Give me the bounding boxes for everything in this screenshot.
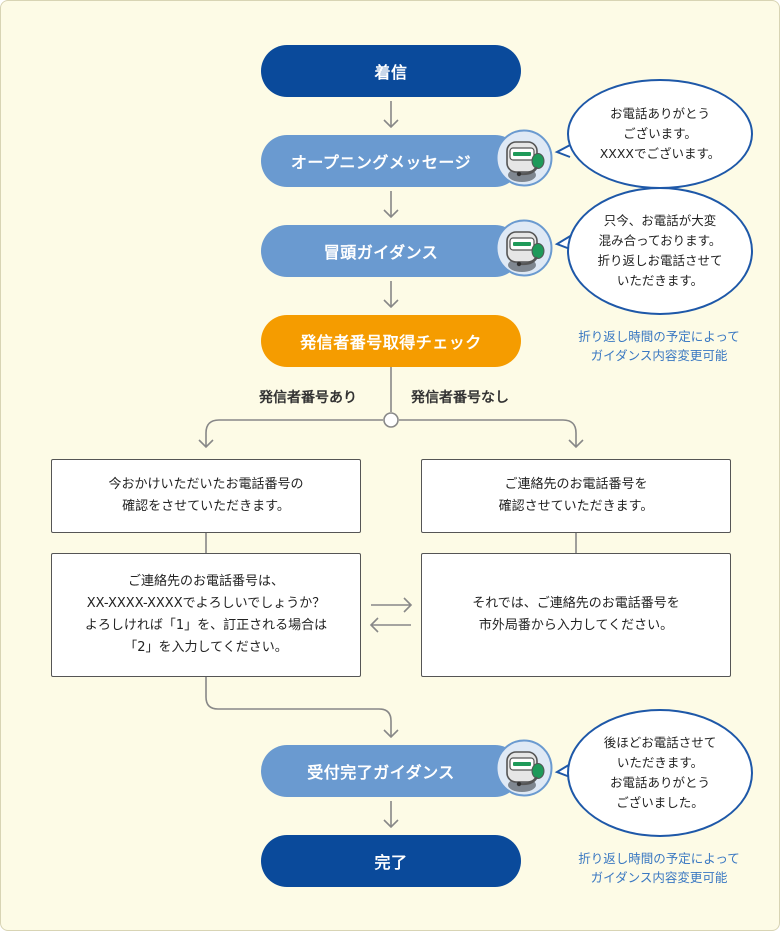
arrow-to-left	[369, 617, 411, 633]
bubble-tail-opening	[554, 143, 573, 158]
merge-path	[205, 677, 399, 739]
step-opening-label: オープニングメッセージ	[290, 153, 472, 172]
branch-label-without-number: 発信者番号なし	[411, 390, 509, 406]
robot-operator-icon	[495, 739, 553, 797]
complete-guidance-note: 折り返し時間の予定によって ガイダンス内容変更可能	[578, 851, 740, 885]
step-intro-guidance: 冒頭ガイダンス	[261, 225, 521, 277]
step-reception-label: 受付完了ガイダンス	[307, 763, 455, 782]
arrow-intro-check	[383, 281, 399, 309]
speech-bubble-opening: お電話ありがとう ございます。 XXXXでございます。	[567, 79, 753, 189]
step-opening-message: オープニングメッセージ	[261, 135, 521, 187]
box-enter-contact-number: それでは、ご連絡先のお電話番号を 市外局番から入力してください。	[421, 553, 731, 677]
branch-left	[198, 419, 383, 449]
arrow-to-right	[371, 597, 413, 613]
arrow-incoming-opening	[383, 101, 399, 129]
intro-guidance-note: 折り返し時間の予定によって ガイダンス内容変更可能	[578, 329, 740, 363]
arrow-opening-intro	[383, 191, 399, 219]
arrow-complete-done	[383, 801, 399, 829]
step-caller-id-check: 発信者番号取得チェック	[261, 315, 521, 367]
box-verify-contact-number: ご連絡先のお電話番号は、 XX-XXXX-XXXXでよろしいでしょうか？ よろし…	[51, 553, 361, 677]
box-confirm-calling-number: 今おかけいただいたお電話番号の 確認をさせていただきます。	[51, 459, 361, 533]
branch-label-with-number: 発信者番号あり	[259, 390, 357, 406]
robot-operator-icon	[495, 129, 553, 187]
box-confirm-contact-number: ご連絡先のお電話番号を 確認させていただきます。	[421, 459, 731, 533]
step-incoming-label: 着信	[374, 63, 408, 82]
step-check-label: 発信者番号取得チェック	[300, 333, 482, 352]
step-done-label: 完了	[374, 853, 408, 872]
branch-node	[383, 412, 399, 428]
branch-right	[399, 419, 584, 449]
step-done: 完了	[261, 835, 521, 887]
step-incoming: 着信	[261, 45, 521, 97]
speech-bubble-complete: 後ほどお電話させて いただきます。 お電話ありがとう ございました。	[567, 709, 753, 837]
step-intro-label: 冒頭ガイダンス	[323, 243, 439, 262]
speech-bubble-intro: 只今、お電話が大変 混み合っております。 折り返しお電話させて いただきます。	[567, 187, 753, 315]
step-reception-complete: 受付完了ガイダンス	[261, 745, 521, 797]
robot-operator-icon	[495, 219, 553, 277]
